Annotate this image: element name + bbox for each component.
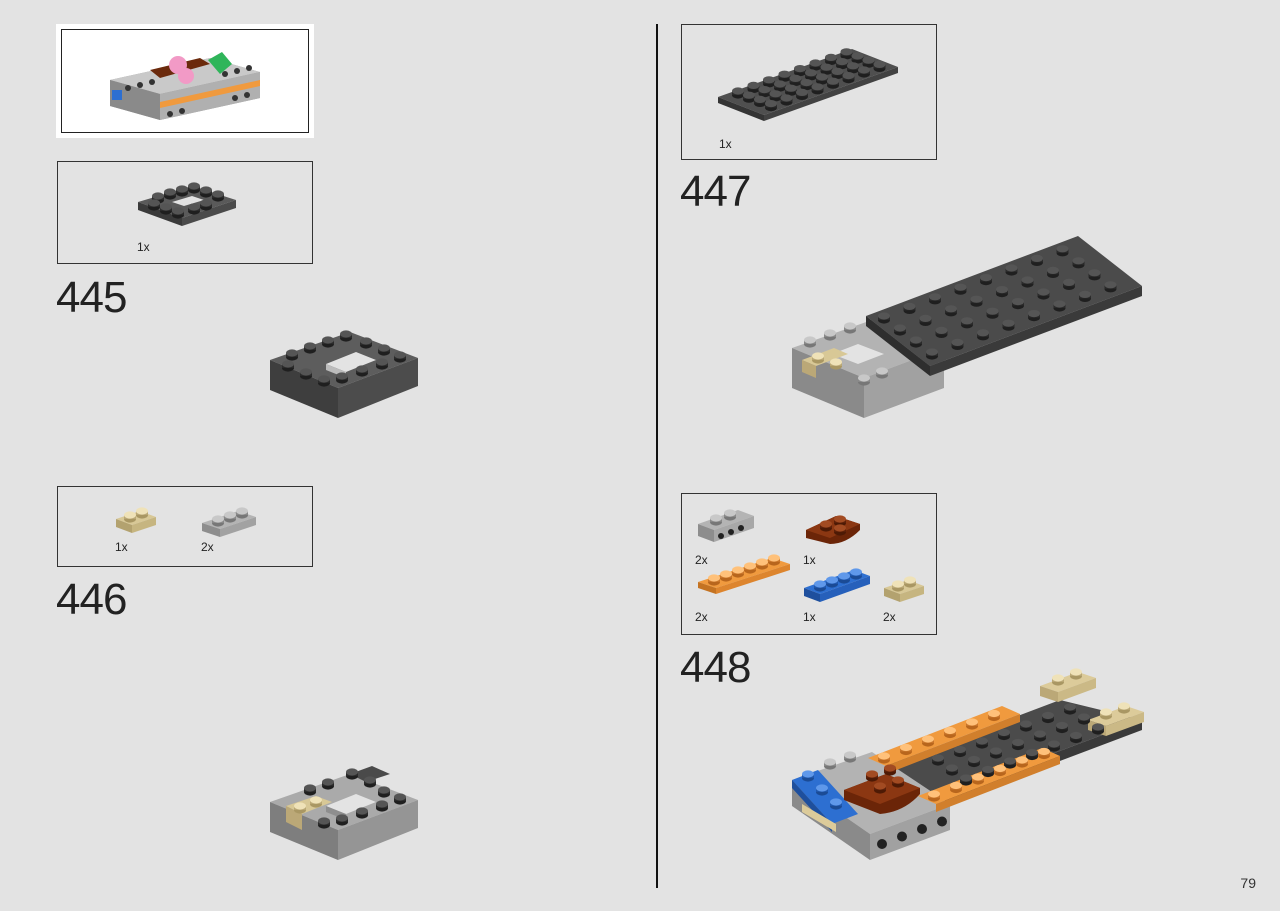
page-divider (656, 24, 658, 888)
part-qty: 2x (201, 540, 214, 554)
step-number-446: 446 (56, 575, 127, 624)
step-445-assembly-image (270, 330, 418, 418)
step-number-445: 445 (56, 273, 127, 322)
part-qty: 2x (695, 610, 708, 624)
tan-plate-1x2-icon (116, 507, 156, 533)
page-number: 79 (1240, 875, 1256, 891)
tan-plate-1x2-icon (884, 576, 924, 602)
parts-list-step-448: 2x 1x 2x 1x 2x (681, 493, 937, 635)
step-447-assembly-image (792, 236, 1142, 418)
step-number-448: 448 (680, 643, 751, 692)
part-qty: 1x (115, 540, 128, 554)
part-qty: 1x (803, 553, 816, 567)
submodel-preview-image (110, 52, 260, 120)
dark-gray-plate-4x8-icon (718, 48, 898, 121)
orange-plate-1x6-icon (698, 554, 790, 594)
part-qty: 2x (695, 553, 708, 567)
submodel-callout (56, 24, 314, 138)
blue-plate-1x4-icon (804, 568, 870, 602)
parts-list-step-446: 1x 2x (57, 486, 313, 567)
part-qty: 2x (883, 610, 896, 624)
step-446-assembly-image (270, 766, 418, 860)
part-qty: 1x (137, 240, 150, 254)
part-qty: 1x (719, 137, 732, 151)
part-qty: 1x (803, 610, 816, 624)
parts-list-step-447: 1x (681, 24, 937, 160)
light-gray-bracket-icon (698, 509, 754, 542)
reddish-brown-round-plate-icon (806, 515, 860, 544)
dark-gray-frame-plate-icon (138, 182, 236, 226)
step-number-447: 447 (680, 167, 751, 216)
step-448-assembly-image (792, 668, 1144, 860)
parts-list-step-445: 1x (57, 161, 313, 264)
light-gray-plate-1x3-icon (202, 507, 256, 537)
